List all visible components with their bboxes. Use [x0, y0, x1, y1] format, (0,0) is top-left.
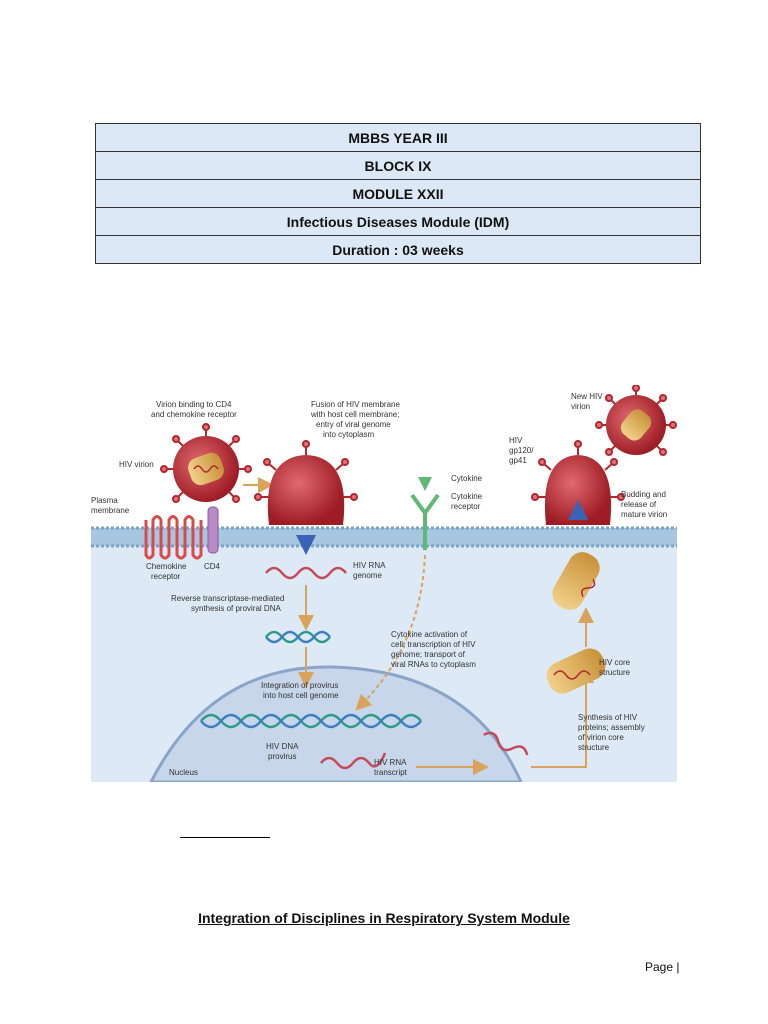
hiv-rna-genome	[265, 566, 347, 580]
hiv-virion	[160, 423, 252, 503]
horizontal-rule	[180, 837, 270, 838]
cytokine-receptor	[410, 477, 440, 550]
label-hiv-virion: HIV virion	[119, 460, 154, 469]
label-cd4: CD4	[204, 562, 221, 571]
year-cell: MBBS YEAR III	[95, 123, 701, 152]
chemokine-receptor	[144, 515, 203, 560]
integrated-provirus	[200, 713, 422, 729]
new-hiv-virion	[595, 385, 677, 456]
section-title: Integration of Disciplines in Respirator…	[198, 910, 570, 926]
plasma-membrane	[91, 526, 677, 548]
module-info-table: MBBS YEAR III BLOCK IX MODULE XXII Infec…	[95, 123, 701, 264]
table-row: MBBS YEAR III	[95, 123, 701, 152]
cd4-receptor	[207, 506, 219, 554]
module-name-cell: Infectious Diseases Module (IDM)	[95, 207, 701, 236]
hiv-core-structure	[546, 648, 606, 694]
table-row: BLOCK IX	[95, 151, 701, 180]
duration-cell: Duration : 03 weeks	[95, 235, 701, 264]
label-nucleus: Nucleus	[169, 768, 198, 777]
table-row: Infectious Diseases Module (IDM)	[95, 207, 701, 236]
table-row: MODULE XXII	[95, 179, 701, 208]
label-cytokine: Cytokine	[451, 474, 483, 483]
budding-virion	[531, 440, 625, 525]
module-cell: MODULE XXII	[95, 179, 701, 208]
block-cell: BLOCK IX	[95, 151, 701, 180]
assembling-core	[552, 552, 600, 610]
hiv-rna-transcript	[320, 752, 387, 770]
page-label: Page	[645, 960, 674, 974]
table-row: Duration : 03 weeks	[95, 235, 701, 264]
fusing-virion	[254, 440, 358, 555]
page-footer: Page |	[645, 960, 680, 974]
